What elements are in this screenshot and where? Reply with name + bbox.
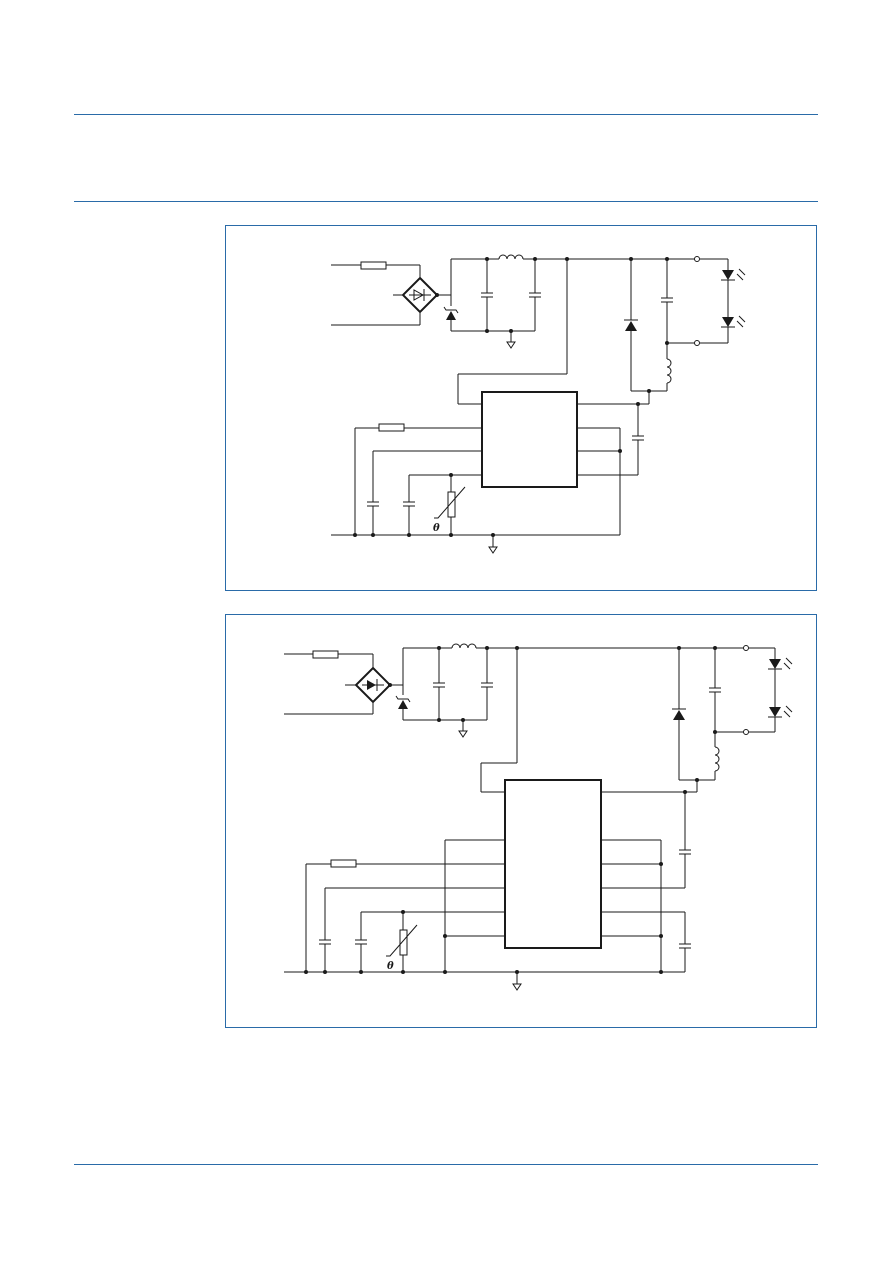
figure-1-schematic: θ (331, 254, 746, 554)
bootstrap-capacitor (631, 435, 645, 441)
decoupling-capacitor (678, 943, 692, 949)
figure-2-frame: θ (225, 614, 817, 1028)
output-terminal-negative (743, 729, 749, 735)
ac-input-wiring (331, 264, 421, 326)
ground-symbol (488, 546, 498, 554)
ac-input-wiring (284, 653, 374, 715)
fuse (360, 261, 387, 270)
input-capacitor-2 (480, 682, 494, 688)
ntc-thermistor (386, 924, 418, 957)
led-2 (768, 705, 793, 718)
output-inductor (666, 358, 672, 384)
tvs-diode (443, 306, 459, 320)
timing-capacitor (318, 939, 332, 945)
output-terminal-positive (694, 256, 700, 262)
input-capacitor-1 (480, 292, 494, 298)
led-2 (721, 315, 746, 328)
ntc-thermistor (434, 486, 466, 519)
ground-symbol (506, 341, 516, 349)
output-capacitor (708, 687, 722, 693)
led-1 (768, 657, 793, 670)
tvs-diode (395, 695, 411, 709)
freewheel-diode (672, 708, 686, 720)
input-capacitor-2 (528, 292, 542, 298)
input-inductor (498, 254, 524, 260)
bridge-rectifier (354, 666, 392, 704)
sense-resistor (330, 859, 357, 868)
header-top-rule (74, 114, 818, 115)
controller-ic (481, 391, 578, 488)
led-1 (721, 268, 746, 281)
ground-symbol (458, 730, 468, 738)
ground-symbol (512, 983, 522, 991)
timing-capacitor (366, 501, 380, 507)
filter-capacitor (354, 939, 368, 945)
bootstrap-capacitor (678, 849, 692, 855)
thermistor-symbol-label: θ (433, 523, 440, 534)
controller-ic (504, 779, 602, 949)
filter-capacitor (402, 501, 416, 507)
sense-resistor (378, 423, 405, 432)
output-terminal-negative (694, 340, 700, 346)
figure-1-frame: θ (225, 225, 817, 591)
output-terminal-positive (743, 645, 749, 651)
fuse (312, 650, 339, 659)
footer-rule (74, 1164, 818, 1165)
bridge-rectifier (401, 276, 439, 314)
input-inductor (451, 643, 477, 649)
thermistor-symbol-label: θ (387, 961, 394, 972)
output-inductor (714, 746, 720, 772)
header-bottom-rule (74, 201, 818, 202)
figure-2-schematic: θ (284, 643, 793, 991)
freewheel-diode (624, 319, 638, 331)
input-capacitor-1 (432, 682, 446, 688)
output-capacitor (660, 297, 674, 303)
